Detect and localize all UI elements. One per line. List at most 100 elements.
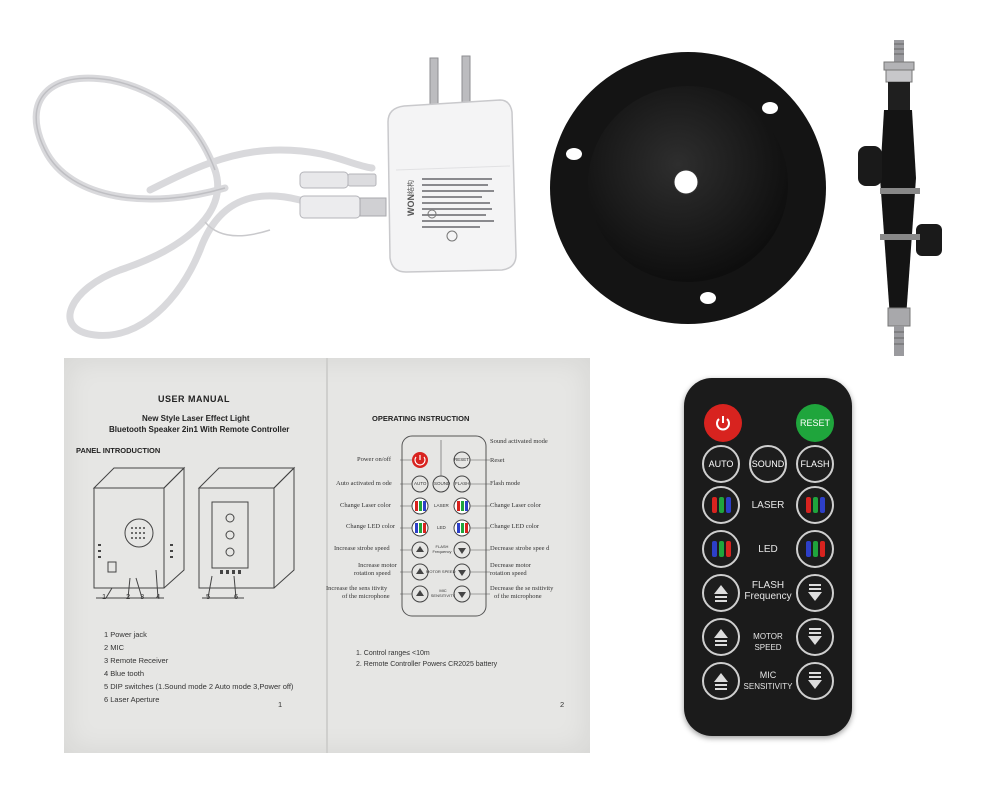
flash-frequency-label: FLASH Frequency xyxy=(740,580,796,602)
op-label-right: Decrease strobe spee d xyxy=(490,545,550,552)
panel-item: 6 Laser Aperture xyxy=(104,695,160,704)
operating-instruction-heading: OPERATING INSTRUCTION xyxy=(372,414,470,423)
led-color-left-button[interactable] xyxy=(702,530,740,568)
callout-1: 1 xyxy=(102,592,107,601)
sound-button[interactable]: SOUND xyxy=(749,445,787,483)
mini-reset: RESET xyxy=(454,457,470,462)
laser-color-right-button[interactable] xyxy=(796,486,834,524)
mic-line2: SENSITIVITY xyxy=(743,682,793,691)
op-label-left: Change LED color xyxy=(346,523,396,530)
op-label-left: Increase the sens itivity xyxy=(326,585,388,592)
manual-subtitle-1: New Style Laser Effect Light xyxy=(142,414,250,423)
arrow-up-icon xyxy=(714,585,728,602)
op-label-left: Increase strobe speed xyxy=(334,545,390,552)
arrow-down-icon xyxy=(808,672,822,689)
manual-subtitle-2: Bluetooth Speaker 2in1 With Remote Contr… xyxy=(109,425,290,434)
flash-button[interactable]: FLASH xyxy=(796,445,834,483)
mounting-plate xyxy=(548,50,832,326)
motor-speed-down-button[interactable] xyxy=(796,618,834,656)
flash-frequency-line1: FLASH xyxy=(751,580,785,591)
remote-control: RESET AUTO SOUND FLASH LASER LED FLASH F… xyxy=(684,378,852,736)
mini-sound: SOUND xyxy=(434,481,451,486)
op-label-left: Change Laser color xyxy=(340,502,391,509)
led-label: LED xyxy=(758,544,778,555)
mini-flash-freq: FLASH Frequency xyxy=(432,544,452,554)
rgb-bars-icon xyxy=(711,541,731,557)
mini-laser: LASER xyxy=(434,503,449,508)
op-label-right: Change LED color xyxy=(490,523,540,530)
arrow-down-icon xyxy=(808,584,822,601)
panel-item: 3 Remote Receiver xyxy=(104,656,169,665)
adapter-text-2: WON xyxy=(406,194,416,216)
motor-speed-label: MOTOR SPEED xyxy=(753,632,783,652)
led-color-right-button[interactable] xyxy=(796,530,834,568)
panel-item: 5 DIP switches (1.Sound mode 2 Auto mode… xyxy=(104,682,294,691)
power-icon xyxy=(716,416,730,431)
auto-button[interactable]: AUTO xyxy=(702,445,740,483)
op-label-right: rotation speed xyxy=(490,570,527,577)
op-label-left: of the microphone xyxy=(342,593,390,600)
op-label-right: Reset xyxy=(490,457,505,464)
charger-cable-photo xyxy=(0,0,540,350)
reset-label: RESET xyxy=(799,418,830,428)
rgb-bars-icon xyxy=(711,497,731,513)
mini-remote-diagram xyxy=(400,435,490,617)
op-label-right: Change Laser color xyxy=(490,502,541,509)
arrow-down-icon xyxy=(808,628,822,645)
panel-intro-heading: PANEL INTRODUCTION xyxy=(76,446,161,455)
flash-label: FLASH xyxy=(800,459,830,469)
mini-mic: MIC SENSITIVITY xyxy=(430,588,456,598)
mount-bracket xyxy=(850,38,950,363)
speaker-diagram xyxy=(92,466,296,599)
op-label-right: Flash mode xyxy=(490,480,521,487)
rgb-bars-icon xyxy=(805,497,825,513)
op-label-left: Increase motor xyxy=(358,562,397,569)
flash-frequency-up-button[interactable] xyxy=(702,574,740,612)
rgb-bars-icon xyxy=(805,541,825,557)
laser-label: LASER xyxy=(751,500,785,511)
arrow-up-icon xyxy=(714,673,728,690)
arrow-up-icon xyxy=(714,629,728,646)
laser-color-left-button[interactable] xyxy=(702,486,740,524)
note-2: 2. Remote Controller Power≤ CR2025 batte… xyxy=(356,661,498,668)
page-number-left: 1 xyxy=(278,700,283,709)
op-label-left: Auto activated m ode xyxy=(336,480,392,487)
callout-4: 4 xyxy=(156,592,161,601)
mic-sensitivity-down-button[interactable] xyxy=(796,662,834,700)
manual-fold xyxy=(326,358,328,753)
power-adapter: 结构 WON xyxy=(382,50,522,280)
mic-sensitivity-up-button[interactable] xyxy=(702,662,740,700)
mic-sensitivity-label: MIC SENSITIVITY xyxy=(740,670,796,692)
mic-line1: MIC xyxy=(759,670,777,680)
sound-label: SOUND xyxy=(751,459,785,469)
reset-button[interactable]: RESET xyxy=(796,404,834,442)
callout-2: 2 xyxy=(126,592,131,601)
callout-6: 6 xyxy=(234,592,239,601)
op-label-left: rotation speed xyxy=(354,570,391,577)
user-manual: USER MANUAL New Style Laser Effect Light… xyxy=(64,358,590,753)
mini-auto: AUTO xyxy=(414,481,427,486)
power-button[interactable] xyxy=(704,404,742,442)
page-number-right: 2 xyxy=(560,700,565,709)
note-1: 1. Control range≤ <10m xyxy=(356,650,430,657)
mini-flash: FLASH xyxy=(455,481,470,486)
op-label-right: Decrease the se nsitivity xyxy=(490,585,554,592)
mini-motor: MOTOR SPEED xyxy=(426,569,456,574)
adapter-text-1: 结构 xyxy=(408,180,415,194)
panel-item: 1 Power jack xyxy=(104,630,147,639)
callout-5: 5 xyxy=(206,592,211,601)
callout-3: 3 xyxy=(140,592,145,601)
mini-led: LED xyxy=(437,525,446,530)
flash-frequency-line2: Frequency xyxy=(744,591,792,602)
manual-title: USER MANUAL xyxy=(158,394,230,404)
op-label-right: Sound activated mode xyxy=(490,438,548,445)
motor-speed-up-button[interactable] xyxy=(702,618,740,656)
panel-item: 2 MIC xyxy=(104,643,125,652)
usb-cable xyxy=(32,74,387,339)
auto-label: AUTO xyxy=(708,459,734,469)
op-label-right: Decrease motor xyxy=(490,562,531,569)
op-label-right: of the microphone xyxy=(494,593,542,600)
op-label-left: Power on/off xyxy=(357,456,392,463)
flash-frequency-down-button[interactable] xyxy=(796,574,834,612)
panel-item: 4 Blue tooth xyxy=(104,669,145,678)
